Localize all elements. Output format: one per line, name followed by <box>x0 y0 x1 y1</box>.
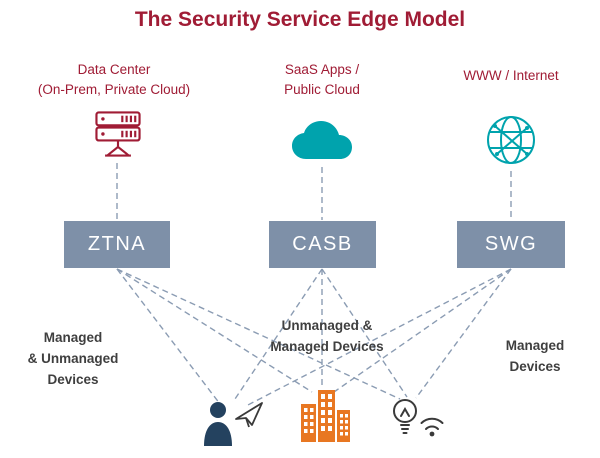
casb-box: CASB <box>269 221 376 268</box>
diagram-title: The Security Service Edge Model <box>134 8 466 31</box>
datacenter-label: Data Center (On-Prem, Private Cloud) <box>37 62 191 98</box>
ztna-box-label: ZTNA <box>87 233 147 255</box>
saas-label: SaaS Apps / Public Cloud <box>284 62 360 98</box>
globe-icon <box>487 116 535 164</box>
lightbulb-wifi-icon <box>393 399 444 437</box>
managed-label: Managed Devices <box>505 338 565 374</box>
swg-box-label: SWG <box>484 233 538 255</box>
ztna-box: ZTNA <box>64 221 170 268</box>
casb-box-label: CASB <box>292 233 353 255</box>
internet-label: WWW / Internet <box>463 68 559 83</box>
server-icon <box>95 111 141 157</box>
unmanaged-managed-label: Unmanaged & Managed Devices <box>270 318 384 354</box>
buildings-icon <box>301 390 350 442</box>
swg-box: SWG <box>457 221 565 268</box>
user-paper-plane-icon <box>204 402 263 446</box>
managed-unmanaged-label: Managed & Unmanaged Devices <box>27 330 119 387</box>
cloud-icon <box>292 121 352 159</box>
